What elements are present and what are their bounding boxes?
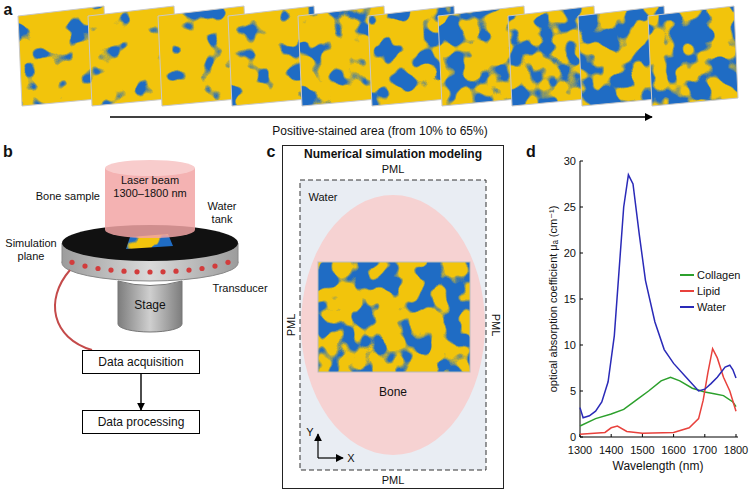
- node-text: Stage: [118, 278, 182, 312]
- transducer-element: [134, 269, 139, 274]
- panel-label: c: [267, 143, 276, 161]
- boundary-label: PML: [285, 314, 298, 337]
- transducer-element: [186, 268, 191, 273]
- transducer-element: [199, 266, 204, 271]
- tick: [580, 161, 583, 162]
- tick: [704, 434, 705, 437]
- boundary-label: PML: [382, 474, 405, 487]
- bone-image-edge: [318, 262, 470, 372]
- simulation-region: [301, 195, 485, 455]
- tick: [673, 434, 674, 437]
- data-curve: [580, 377, 736, 426]
- node-text: Numerical simulation modeling: [283, 146, 503, 161]
- transducer-ring: [62, 243, 63, 263]
- transducer-element: [225, 260, 230, 265]
- transducer-element: [173, 269, 178, 274]
- node-text: Data acquisition: [93, 355, 189, 369]
- tick: [580, 345, 583, 346]
- tick: [736, 434, 737, 437]
- cable: [55, 270, 92, 350]
- part-label: Bone sample: [36, 190, 100, 203]
- part-label: Water tank: [200, 200, 244, 226]
- axis-name: Y: [306, 426, 313, 439]
- stage: Stage: [118, 278, 182, 334]
- tick-label: 5: [570, 385, 576, 398]
- flow-arrow: [140, 374, 141, 410]
- boundary-label: PML: [382, 163, 405, 176]
- tick: [580, 299, 583, 300]
- tick-label: 10: [564, 339, 576, 352]
- process-box: Data acquisition: [82, 350, 200, 374]
- data-curve: [580, 349, 736, 435]
- transducer-element: [212, 264, 217, 269]
- transducer-element: [121, 269, 126, 274]
- transducer-element: [160, 269, 165, 274]
- panel-label: a: [4, 1, 13, 19]
- transducer-ring: [238, 243, 239, 263]
- tick: [580, 253, 583, 254]
- bone-image: [318, 262, 470, 372]
- transducer-element: [69, 260, 74, 265]
- part-label: Simulation plane: [2, 237, 60, 263]
- region-label: Water: [309, 191, 338, 204]
- tick-label: 1800: [724, 444, 748, 457]
- legend-swatch: [680, 306, 694, 308]
- region-label: Bone: [379, 385, 407, 399]
- tick-label: 1400: [599, 444, 623, 457]
- transducer-element: [82, 264, 87, 269]
- tick-label: 1300: [568, 444, 592, 457]
- tick-label: 1700: [693, 444, 717, 457]
- axis-title: optical absorption coefficient μₐ (cm⁻¹): [547, 206, 560, 393]
- tick-label: 0: [570, 431, 576, 444]
- transducer-element: [108, 268, 113, 273]
- tick: [580, 391, 583, 392]
- panel-label: d: [526, 143, 536, 161]
- tick-label: 15: [564, 293, 576, 306]
- axis-name: X: [347, 452, 354, 465]
- node-text: Laser beam 1300–1800 nm: [110, 174, 190, 200]
- data-curve: [580, 175, 736, 418]
- laser-beam-cylinder: [105, 160, 195, 240]
- node-text: Data processing: [93, 415, 189, 429]
- bone-slice: [648, 6, 738, 106]
- tick-label: 1500: [630, 444, 654, 457]
- laser-beam: Laser beam 1300–1800 nm: [105, 160, 195, 240]
- axis-note: Positive-stained area (from 10% to 65%): [272, 124, 487, 138]
- axis-arrow: [318, 457, 343, 458]
- tick: [611, 434, 612, 437]
- x-axis: [580, 437, 738, 438]
- part-label: Transducer: [212, 282, 267, 295]
- axis-title: Wavelength (nm): [613, 459, 704, 473]
- boundary-label: PML: [489, 314, 502, 337]
- trend-arrow: [110, 116, 652, 117]
- laser-beam-top: [105, 160, 195, 176]
- pml-boundary: [300, 180, 486, 470]
- transducer-element: [147, 269, 152, 274]
- tick-label: 1600: [661, 444, 685, 457]
- legend-text: Collagen: [697, 269, 740, 282]
- panel-label: b: [3, 143, 13, 161]
- tick: [580, 207, 583, 208]
- process-box: Data processing: [82, 410, 200, 434]
- slice-edge: [648, 6, 738, 106]
- tick-label: 25: [564, 201, 576, 214]
- transducer-element: [95, 266, 100, 271]
- legend-text: Lipid: [697, 285, 720, 298]
- legend-text: Water: [697, 301, 726, 314]
- tick-label: 20: [564, 247, 576, 260]
- tick: [642, 434, 643, 437]
- legend-swatch: [680, 290, 694, 292]
- axis-arrow: [317, 434, 318, 458]
- tick-label: 30: [564, 155, 576, 168]
- legend-swatch: [680, 274, 694, 276]
- laser-beam-body: [105, 168, 195, 238]
